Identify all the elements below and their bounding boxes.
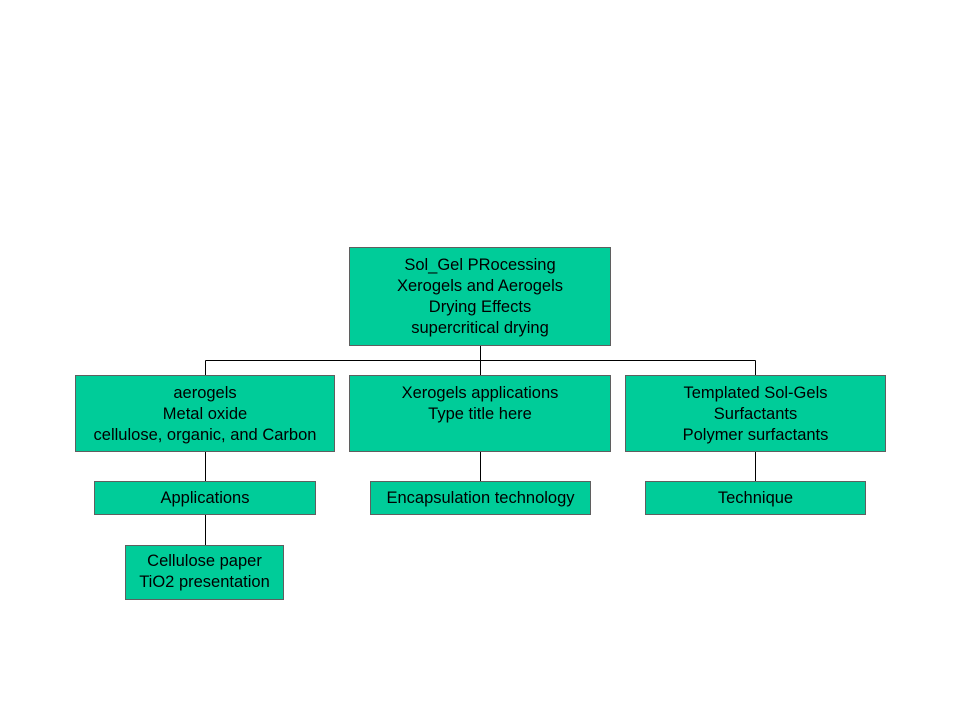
cellulose-line-2: TiO2 presentation	[139, 573, 270, 591]
templated-line-2: Surfactants	[713, 405, 798, 423]
root-line-4: supercritical drying	[411, 319, 549, 337]
aerogels-node: aerogels Metal oxide cellulose, organic,…	[75, 375, 335, 452]
xerogels-line-1: Xerogels applications	[401, 384, 559, 402]
aerogels-line-1: aerogels	[173, 384, 237, 402]
cellulose-line-1: Cellulose paper	[147, 552, 262, 570]
root-line-1: Sol_Gel PRocessing	[404, 256, 556, 274]
root-line-2: Xerogels and Aerogels	[396, 277, 564, 295]
xerogels-node: Xerogels applications Type title here	[349, 375, 611, 452]
applications-label: Applications	[160, 488, 250, 507]
encapsulation-label: Encapsulation technology	[386, 488, 575, 507]
technique-label: Technique	[717, 488, 794, 507]
aerogels-line-3: cellulose, organic, and Carbon	[93, 426, 317, 444]
root-node: Sol_Gel PRocessing Xerogels and Aerogels…	[349, 247, 611, 346]
root-line-3: Drying Effects	[428, 298, 532, 316]
technique-node: Technique	[645, 481, 866, 515]
templated-line-1: Templated Sol-Gels	[683, 384, 828, 402]
cellulose-node: Cellulose paper TiO2 presentation	[125, 545, 284, 600]
templated-node: Templated Sol-Gels Surfactants Polymer s…	[625, 375, 886, 452]
templated-line-3: Polymer surfactants	[682, 426, 829, 444]
encapsulation-node: Encapsulation technology	[370, 481, 591, 515]
aerogels-line-2: Metal oxide	[162, 405, 248, 423]
applications-node: Applications	[94, 481, 316, 515]
xerogels-line-2: Type title here	[428, 405, 532, 423]
